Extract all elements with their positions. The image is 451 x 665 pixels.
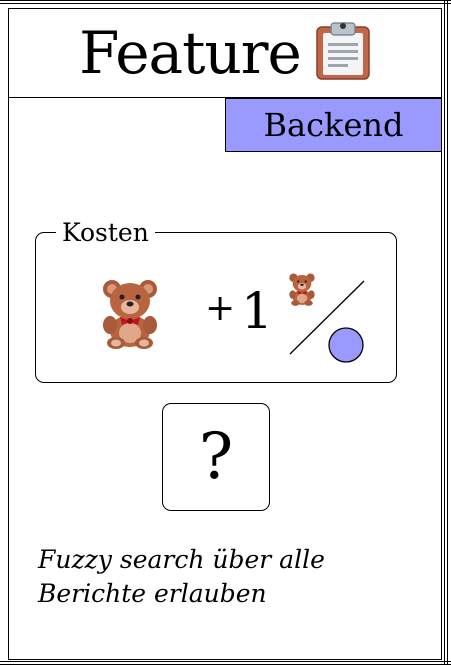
question-box: ? <box>162 403 270 511</box>
feature-description: Fuzzy search über alle Berichte erlauben <box>38 545 325 608</box>
card-header: Feature <box>9 9 441 98</box>
card-title: Feature <box>79 19 302 87</box>
question-mark: ? <box>198 420 234 494</box>
feature-card: Feature Backend <box>8 8 442 660</box>
clipboard-icon <box>315 21 371 85</box>
cost-increment: +1 <box>205 286 273 336</box>
plus-sign: + <box>205 288 236 329</box>
teddy-bear-icon <box>287 272 317 310</box>
category-tag: Backend <box>225 98 441 152</box>
increment-value: 1 <box>241 282 273 340</box>
cost-legend: Kosten <box>56 220 155 245</box>
cost-box <box>35 232 397 383</box>
per-marker <box>289 280 365 363</box>
teddy-bear-icon <box>98 277 162 353</box>
per-marker-circle <box>328 327 364 363</box>
